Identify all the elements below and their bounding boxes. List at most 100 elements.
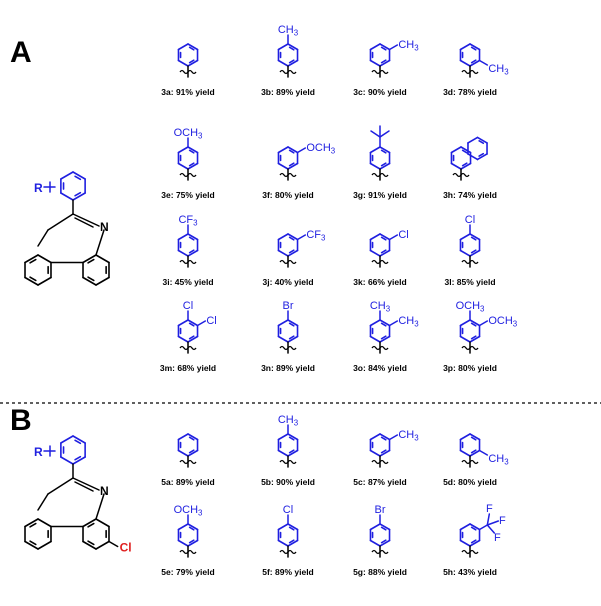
- core-n-label: N: [100, 484, 109, 498]
- ring-bond: [187, 433, 199, 441]
- ring-bond: [277, 249, 289, 257]
- yield-label: 5f: 89% yield: [262, 567, 314, 577]
- ring-bond: [177, 523, 189, 531]
- attachment-wavy-bond: [461, 259, 479, 265]
- ring-bond: [72, 192, 86, 201]
- ring-bond: [277, 319, 289, 327]
- formula-part: 3: [414, 43, 419, 52]
- ring-double-bond: [87, 522, 95, 528]
- ring-bond: [469, 319, 481, 327]
- fluorine-label: F: [486, 503, 493, 515]
- ring-bond: [187, 43, 199, 51]
- tbu-methyl: [379, 130, 390, 138]
- c-f-bond: [486, 520, 500, 526]
- ring-bond: [379, 249, 391, 257]
- ring-double-bond: [288, 322, 295, 327]
- ring-double-bond: [87, 540, 95, 546]
- ring-double-bond: [29, 522, 37, 528]
- ring-bond: [469, 335, 481, 343]
- ring-bond: [369, 319, 381, 327]
- ring-bond: [177, 146, 189, 154]
- substituent-para: CH3​: [370, 300, 391, 313]
- ring-bond: [277, 59, 289, 67]
- ring-double-bond: [380, 59, 387, 64]
- ring-bond: [177, 59, 189, 67]
- formula-part: CH: [488, 63, 504, 75]
- ring-bond: [287, 433, 299, 441]
- ring-bond: [469, 43, 481, 51]
- bond: [37, 229, 49, 247]
- ring-bond: [369, 523, 381, 531]
- ring-bond: [379, 162, 391, 170]
- yield-label: 3j: 40% yield: [262, 277, 313, 287]
- benzene-ring: [177, 233, 199, 257]
- ring-double-bond: [288, 46, 295, 51]
- formula-part: CH: [278, 414, 294, 426]
- attachment-wavy-bond: [279, 459, 297, 465]
- ring-bond: [379, 523, 391, 531]
- imine-double-bond: [74, 481, 94, 492]
- ring-double-bond: [188, 335, 195, 340]
- attachment-wavy-bond: [371, 549, 389, 555]
- substituent-bond: [296, 234, 307, 241]
- attachment-wavy-bond: [461, 549, 479, 555]
- formula-part: Cl: [283, 504, 293, 516]
- ring-bond: [287, 319, 299, 327]
- ring-double-bond: [29, 540, 37, 546]
- formula-part: 3: [504, 457, 509, 466]
- ring-double-bond: [188, 249, 195, 254]
- ring-bond: [277, 146, 289, 154]
- formula-part: CH: [278, 24, 294, 36]
- benzene-ring: [369, 233, 391, 257]
- formula-part: OCH: [306, 142, 331, 154]
- substituent-ch3: CH3​: [278, 414, 299, 427]
- formula-part: CH: [398, 315, 414, 327]
- c-f-bond: [486, 524, 496, 534]
- yield-label: 3l: 85% yield: [444, 277, 495, 287]
- substituent-cl: Cl: [398, 229, 408, 241]
- substituent-cl: Cl: [283, 504, 293, 516]
- ring-bond: [287, 233, 299, 241]
- ring-double-bond: [288, 526, 295, 531]
- ring-double-bond: [470, 249, 477, 254]
- ring-bond: [95, 254, 110, 264]
- benzene-ring: [177, 146, 199, 170]
- substituent-bond: [296, 147, 307, 154]
- ring-double-bond: [470, 322, 477, 327]
- ring-double-bond: [288, 149, 295, 154]
- formula-part: 3: [504, 67, 509, 76]
- ring-double-bond: [470, 46, 477, 51]
- ring-bond: [82, 518, 97, 528]
- yield-label: 3f: 80% yield: [262, 190, 314, 200]
- benzene-ring: [177, 433, 199, 457]
- attachment-wavy-bond: [371, 172, 389, 178]
- ring-bond: [287, 523, 299, 531]
- yield-label: 5b: 90% yield: [261, 477, 315, 487]
- substituent-bond: [478, 524, 489, 531]
- ring-double-bond: [380, 162, 387, 167]
- imine-double-bond: [74, 217, 94, 228]
- substrate-p-tBu: 3g: 91% yield: [353, 125, 407, 200]
- ring-bond: [469, 233, 481, 241]
- substituent-bond: [388, 44, 399, 51]
- formula-part: F: [494, 532, 501, 544]
- ring-bond: [24, 276, 39, 286]
- ring-bond: [469, 59, 481, 67]
- formula-part: Cl: [183, 300, 193, 312]
- yield-label: 5h: 43% yield: [443, 567, 497, 577]
- attachment-wavy-bond: [279, 69, 297, 75]
- ring-double-bond: [29, 258, 37, 264]
- ring-bond: [60, 456, 74, 465]
- formula-part: 3: [198, 508, 203, 517]
- ring-double-bond: [380, 539, 387, 544]
- attachment-wavy-bond: [279, 259, 297, 265]
- formula-part: OCH: [174, 504, 199, 516]
- ring-double-bond: [288, 59, 295, 64]
- ring-double-bond: [188, 436, 195, 441]
